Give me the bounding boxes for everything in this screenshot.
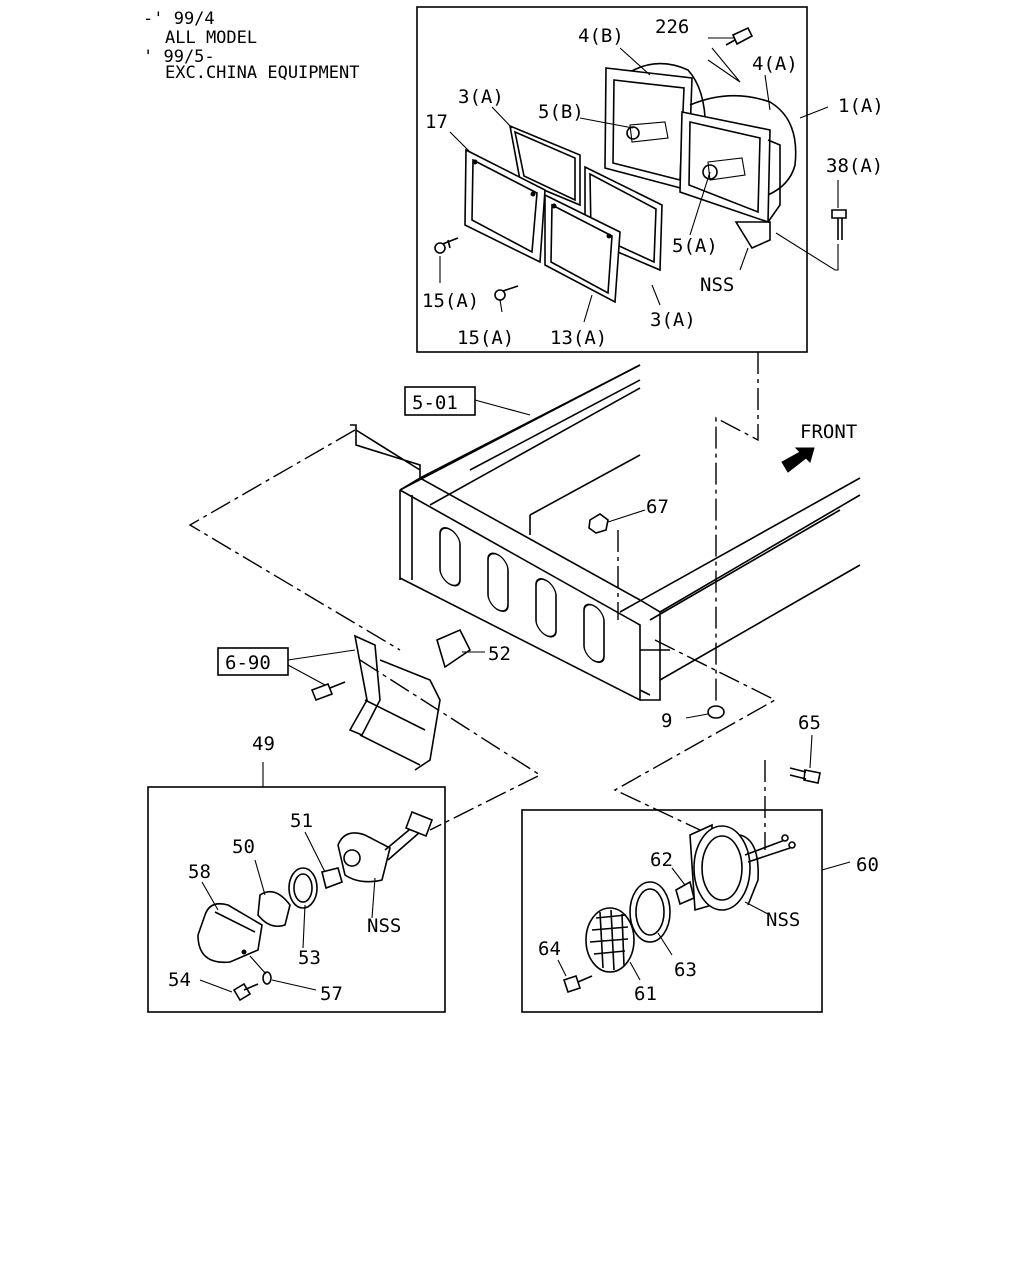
callout-52: 52 [488,643,511,665]
ref-box-bracket-frame [217,647,289,676]
callout-67: 67 [646,496,669,518]
callout-nss-side: NSS [367,915,401,937]
rear-lamp-group [521,809,851,1013]
headlamp-frame [416,6,808,353]
callout-60: 60 [856,854,879,876]
callout-5a: 5(A) [672,235,718,257]
callout-63: 63 [674,959,697,981]
lamp-housing-4a [679,94,797,250]
ref-box-frame [404,386,476,416]
bezel-13a [544,193,621,304]
callout-5b: 5(B) [538,101,584,123]
ref-label-6-90: 6-90 [225,652,271,674]
callout-38a: 38(A) [826,155,883,177]
headlamp-assembly-group [416,6,847,353]
screw-226 [725,26,754,46]
screw-15a-right [494,285,519,301]
gasket-53 [288,867,318,909]
screw-64 [562,974,593,994]
callout-51: 51 [290,810,313,832]
header-note-1: -' 99/4 [143,9,215,29]
callout-3a-top: 3(A) [458,86,504,108]
callout-64: 64 [538,938,561,960]
callout-61: 61 [634,983,657,1005]
frame-crossmember [350,364,861,702]
washer-57 [262,971,272,985]
side-marker-frame [147,786,446,1013]
callout-13a: 13(A) [550,327,607,349]
bulb-cover-50 [257,890,291,928]
ref-label-5-01: 5-01 [412,392,458,414]
bulb-62 [675,880,695,906]
callout-nss-head: NSS [700,274,734,296]
screw-15a-left [434,237,459,254]
rear-lamp-frame [521,809,823,1013]
front-direction-indicator: FRONT [781,421,857,473]
callout-17: 17 [425,111,448,133]
nut-67 [588,509,646,534]
front-label: FRONT [800,421,857,443]
lens-61 [585,907,635,973]
gasket-3a-top [508,124,581,207]
front-arrow-icon [781,447,815,473]
header-note-4: EXC.CHINA EQUIPMENT [165,63,359,83]
callout-labels: 226 4(B) 4(A) 1(A) 3(A) 5(B) 17 38(A) 5(… [168,16,884,1005]
header-notes: -' 99/4 ALL MODEL ' 99/5- EXC.CHINA EQUI… [143,9,359,83]
callout-nss-rear: NSS [766,909,800,931]
socket-housing [337,810,434,883]
lamp-bracket [310,634,441,771]
nut-9 [685,705,725,719]
bolt-65 [789,734,821,784]
callout-4a: 4(A) [752,53,798,75]
callout-62: 62 [650,849,673,871]
callout-54: 54 [168,969,191,991]
bezel-17 [464,148,546,264]
callout-58: 58 [188,861,211,883]
bulb-51 [321,867,343,890]
lens-58 [197,902,263,964]
header-note-2: ALL MODEL [165,28,257,48]
ref-box-6-90[interactable]: 6-90 [217,647,289,676]
bolt-38a [831,209,847,240]
gasket-63 [629,881,671,943]
callout-53: 53 [298,947,321,969]
side-marker-lamp-group [147,762,446,1013]
callout-3a-bottom: 3(A) [650,309,696,331]
ref-box-5-01[interactable]: 5-01 [404,386,476,416]
callout-15a-2: 15(A) [457,327,514,349]
header-note-3: ' 99/5- [143,47,215,67]
callout-4b: 4(B) [578,25,624,47]
callout-49: 49 [252,733,275,755]
clip-52 [436,628,485,669]
callout-65: 65 [798,712,821,734]
callout-57: 57 [320,983,343,1005]
callout-9: 9 [661,710,672,732]
callout-50: 50 [232,836,255,858]
callout-1a: 1(A) [838,95,884,117]
callout-226: 226 [655,16,689,38]
housing-60 [689,823,796,912]
callout-15a-1: 15(A) [422,290,479,312]
screw-54 [232,982,259,1002]
